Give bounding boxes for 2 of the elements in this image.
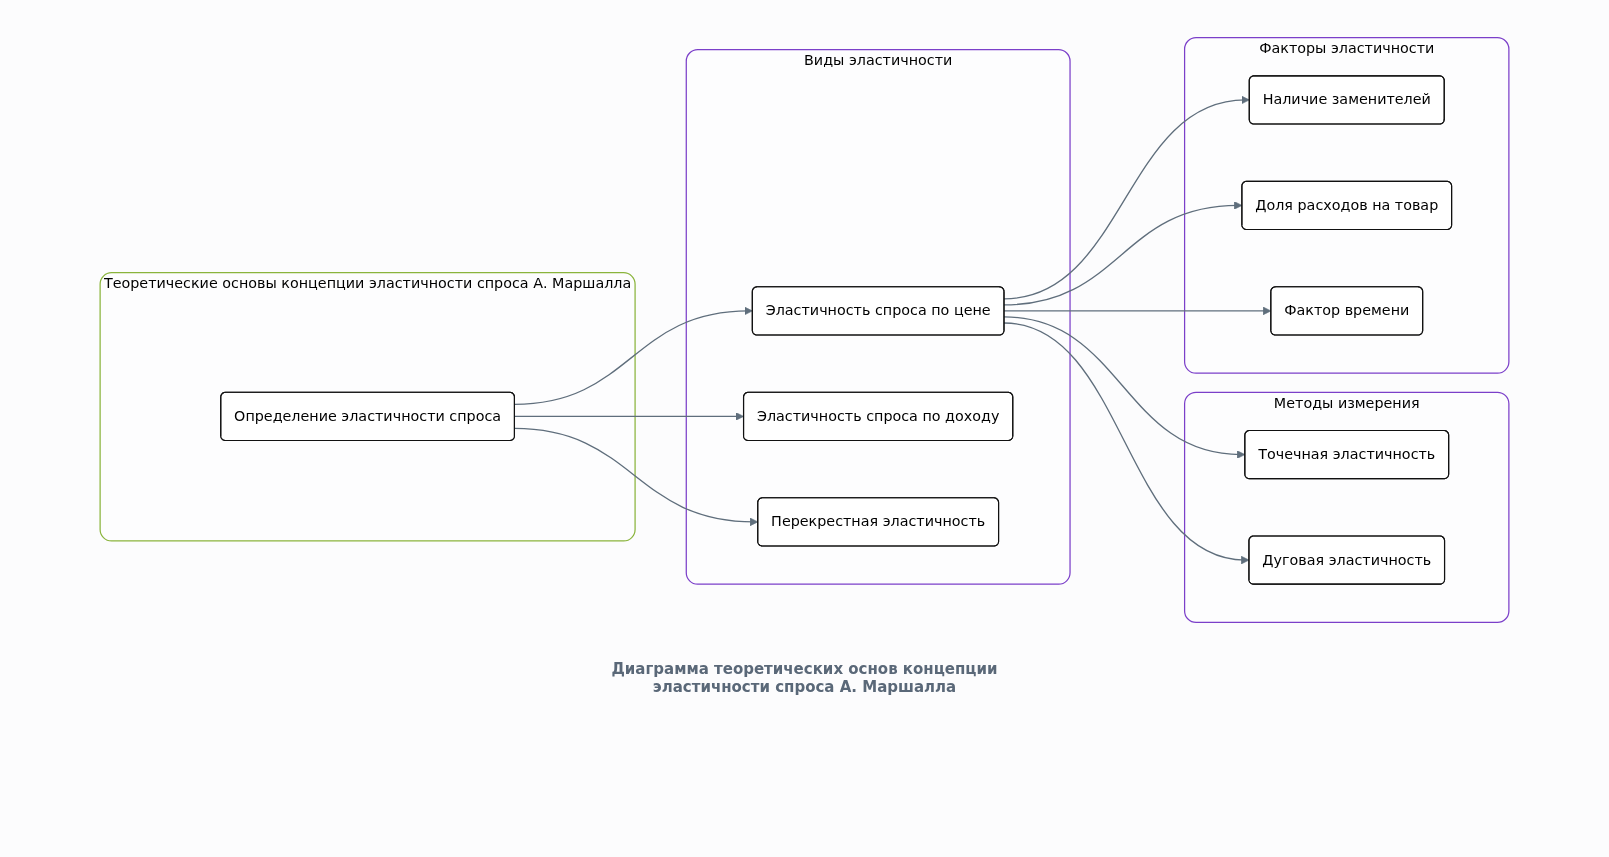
arrow [1003,96,1250,300]
diagram-caption: Диаграмма теоретических основ концепции эластичности спроса А. Маршалла [610,660,999,696]
